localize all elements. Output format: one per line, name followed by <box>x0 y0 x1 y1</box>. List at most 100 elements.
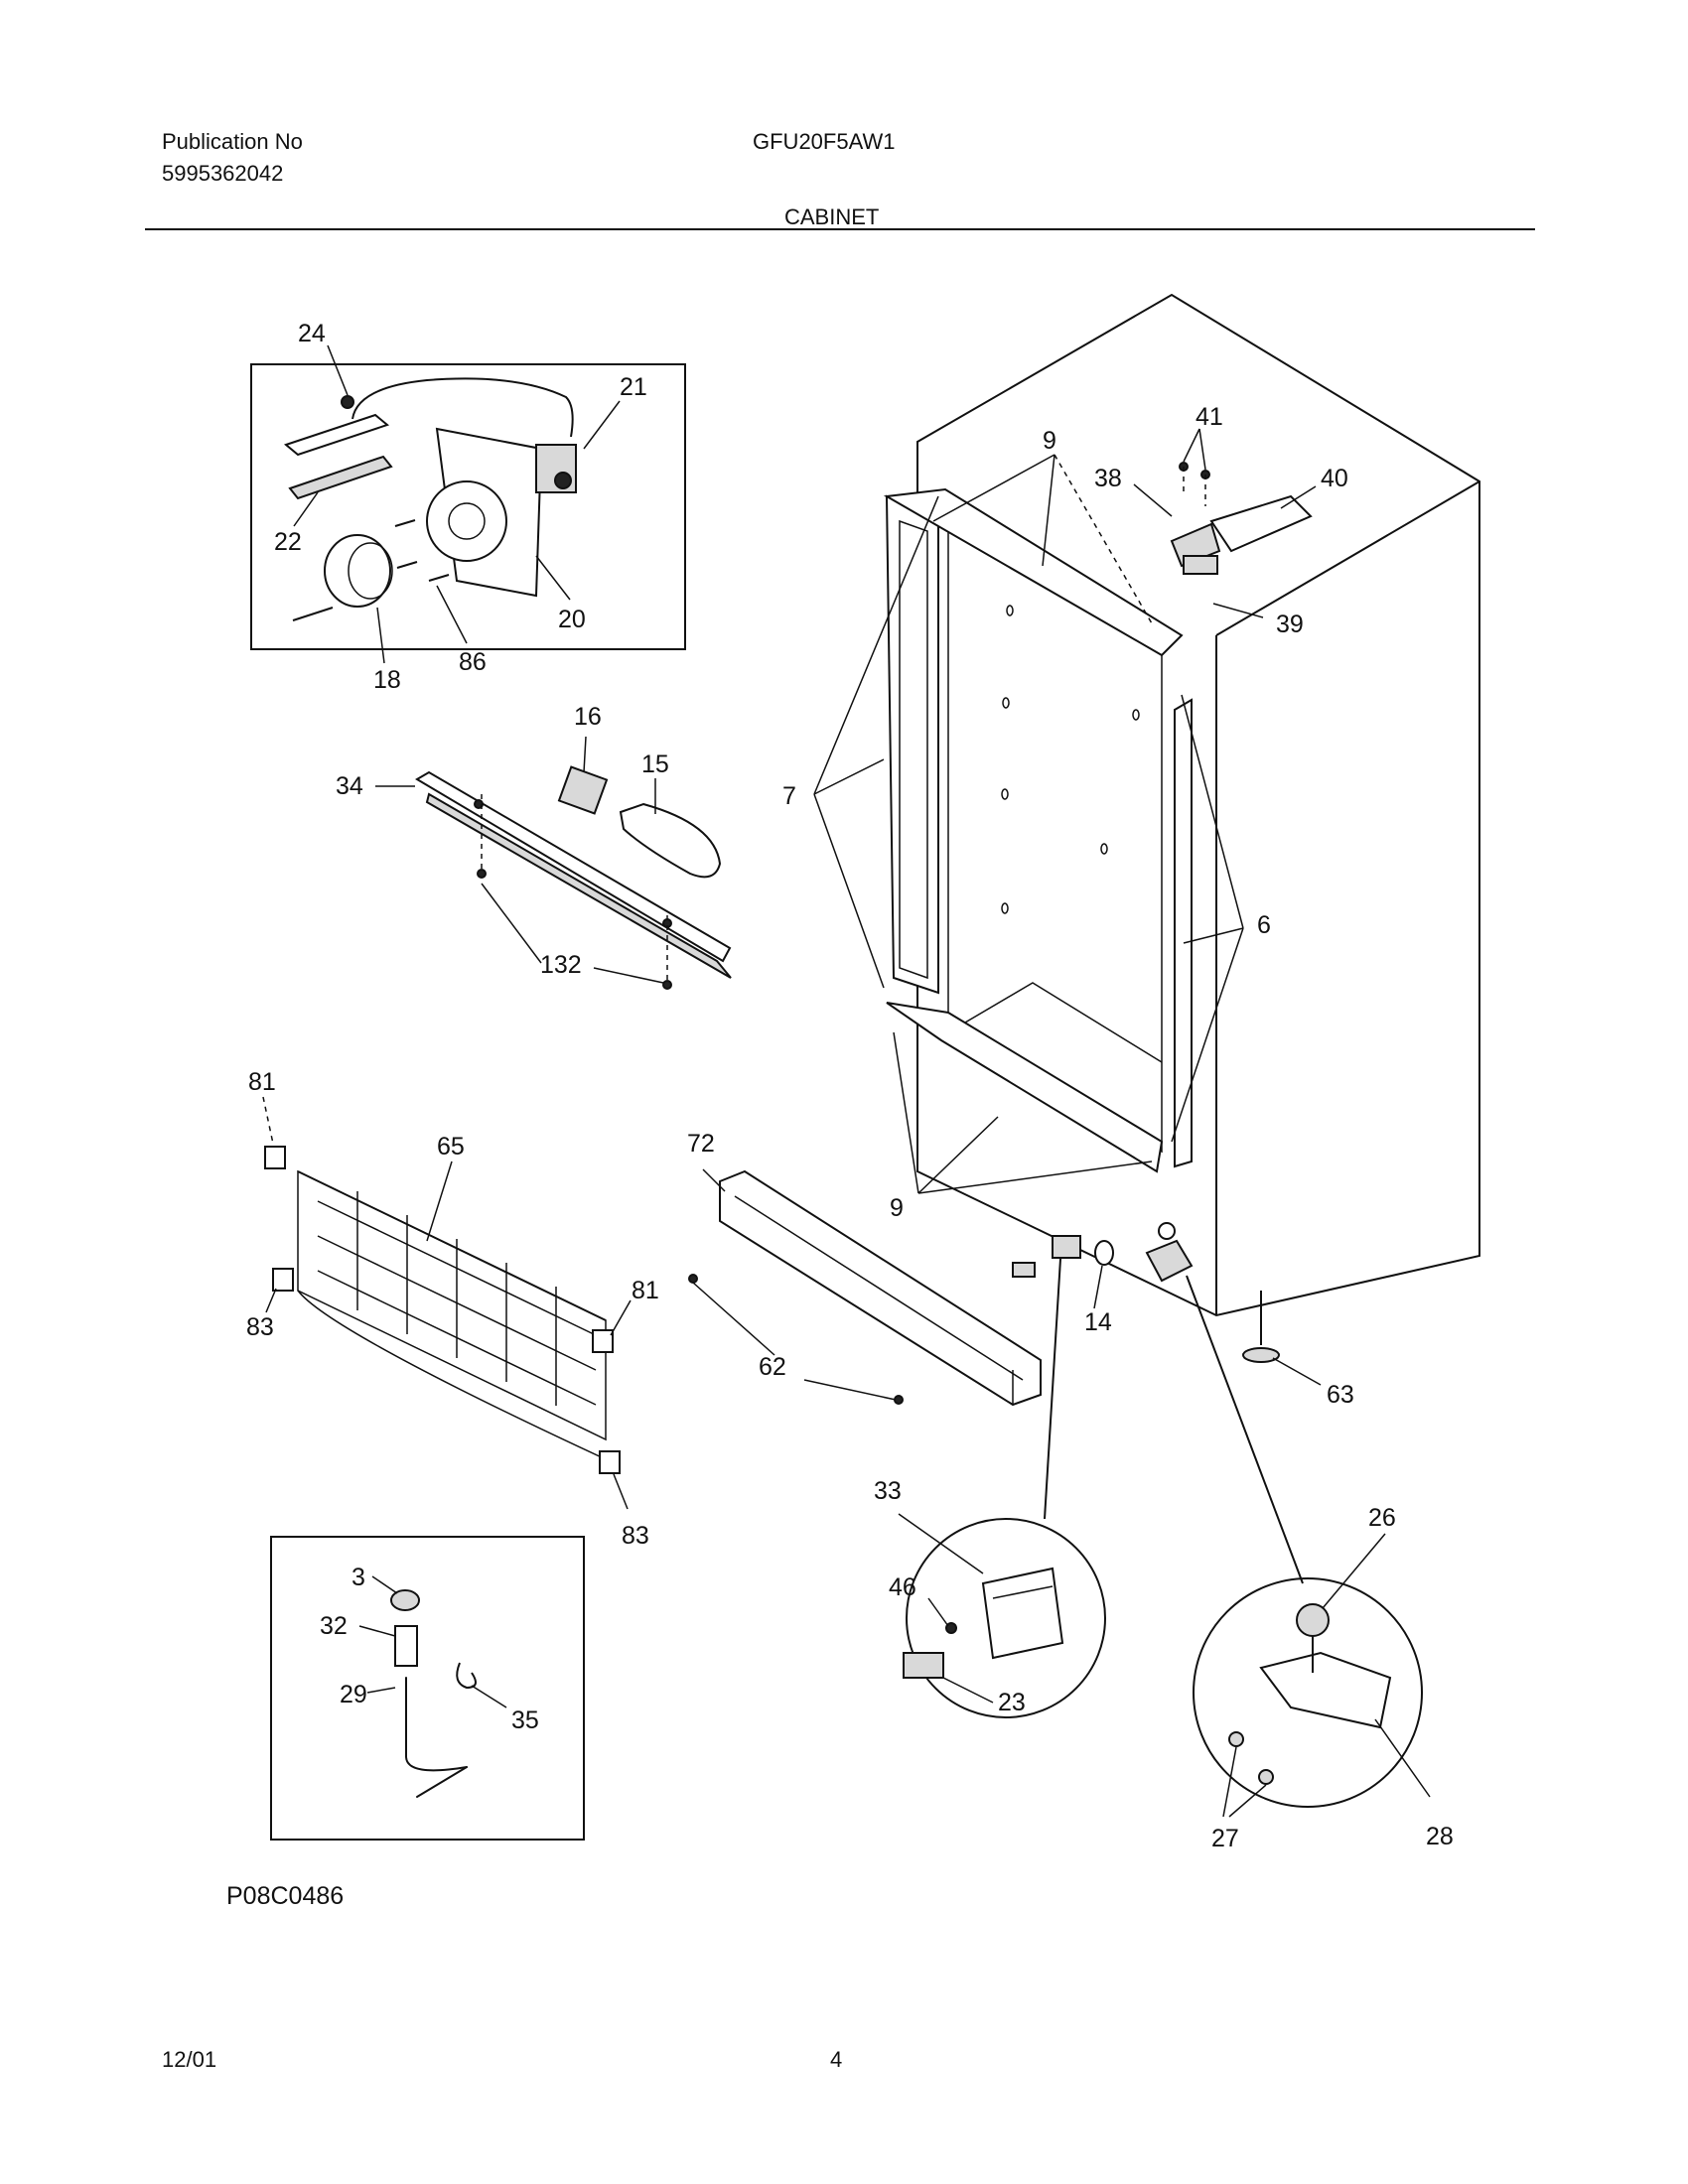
leader-32 <box>358 1625 396 1637</box>
thermostat-inset-frame <box>250 363 686 650</box>
leader-9-bot-c <box>893 1031 919 1194</box>
gasket-top <box>883 487 1184 657</box>
callout-26: 26 <box>1368 1504 1396 1532</box>
footer-date: 12/01 <box>162 2047 217 2072</box>
gasket-bottom <box>886 1002 1164 1173</box>
clip-81-a <box>264 1146 286 1169</box>
knob-18-face <box>348 542 393 600</box>
catch-33-detail <box>981 1567 1064 1660</box>
leader-9-bot-a <box>917 1116 999 1194</box>
leader-14 <box>1093 1265 1103 1309</box>
callout-65: 65 <box>437 1133 465 1160</box>
header-rule <box>145 228 1535 230</box>
drain-tube-29 <box>405 1677 468 1772</box>
clip-83-a <box>272 1268 294 1292</box>
leader-81-b <box>610 1299 632 1336</box>
strike-23 <box>1012 1262 1036 1278</box>
callout-72: 72 <box>687 1130 715 1158</box>
publication-number: 5995362042 <box>162 161 284 186</box>
knob-18 <box>324 534 391 608</box>
leader-132-b <box>593 967 664 984</box>
leader-7-c <box>813 495 939 795</box>
catch-detail-circle <box>906 1518 1106 1718</box>
callout-20: 20 <box>558 606 586 633</box>
screw-27-b-detail <box>1258 1769 1274 1785</box>
screw-27-a-detail <box>1228 1731 1244 1747</box>
socket-16 <box>557 765 609 815</box>
leveling-leg-63-foot <box>1242 1347 1280 1363</box>
basket-65-front <box>297 1169 607 1441</box>
callout-28: 28 <box>1426 1823 1454 1850</box>
kickplate-assembly <box>688 1168 1042 1407</box>
hinge-39 <box>1183 555 1218 575</box>
leader-28 <box>1374 1718 1431 1798</box>
publication-label: Publication No <box>162 129 303 154</box>
leader-39 <box>1212 603 1264 618</box>
leader-24 <box>327 344 349 396</box>
leader-18 <box>376 607 385 664</box>
screw-86-a <box>394 519 416 527</box>
screw-86-c <box>428 574 450 582</box>
leader-9-top-c <box>1054 454 1153 624</box>
screw-62-a <box>688 1274 698 1284</box>
callout-15: 15 <box>641 751 669 778</box>
kickplate-72 <box>719 1169 1042 1407</box>
screw-62-b <box>894 1395 904 1405</box>
leader-86 <box>436 585 468 644</box>
bracket-20-collar <box>426 480 507 562</box>
leader-7-b <box>813 793 885 989</box>
gasket-right <box>1174 698 1193 1168</box>
leader-23 <box>942 1677 994 1704</box>
leader-6-a <box>1183 927 1244 944</box>
clip-83-b <box>599 1450 621 1474</box>
callout-132: 132 <box>540 951 582 979</box>
drain-tube-29-end <box>416 1766 468 1798</box>
cabinet-liner-floor <box>947 982 1163 1063</box>
leader-33 <box>898 1513 984 1574</box>
callout-81-left: 81 <box>248 1068 276 1096</box>
catch-33-detail-slot <box>992 1585 1054 1599</box>
leader-7-a <box>813 758 885 795</box>
callout-46: 46 <box>889 1573 916 1601</box>
screw-132-c <box>477 869 487 879</box>
callout-32: 32 <box>320 1612 348 1640</box>
basket-assembly <box>262 1096 632 1510</box>
callout-6: 6 <box>1257 911 1271 939</box>
basket-65-bottom <box>297 1290 607 1460</box>
light-assembly <box>375 736 732 990</box>
leader-62-a <box>692 1282 775 1356</box>
leader-83-b <box>613 1473 629 1510</box>
callout-33: 33 <box>874 1477 902 1505</box>
gasket-left <box>885 494 939 995</box>
callout-83-right: 83 <box>622 1522 649 1550</box>
hinge-detail-connector <box>1186 1275 1304 1584</box>
clamp-22-lower <box>288 455 393 500</box>
callout-22: 22 <box>274 528 302 556</box>
drain-fitting-32 <box>394 1625 418 1667</box>
hinge-28-detail <box>1259 1651 1392 1729</box>
leader-9-top-a <box>932 454 1055 522</box>
callout-18: 18 <box>373 666 401 694</box>
thermostat-inset <box>250 344 686 664</box>
leader-41-a <box>1183 428 1200 463</box>
callout-38: 38 <box>1094 465 1122 492</box>
callout-83-left: 83 <box>246 1313 274 1341</box>
catch-33 <box>1052 1235 1081 1259</box>
light-bar-34-flange <box>425 792 732 979</box>
callout-81-right: 81 <box>632 1277 659 1304</box>
callout-9-bottom: 9 <box>890 1194 904 1222</box>
hinge-pin-26-detail <box>1296 1603 1330 1637</box>
screw-24 <box>341 395 354 409</box>
callout-27: 27 <box>1211 1825 1239 1852</box>
callout-9-top: 9 <box>1043 427 1056 455</box>
callout-29: 29 <box>340 1681 367 1708</box>
leader-21 <box>583 400 621 450</box>
callout-7: 7 <box>782 782 796 810</box>
callout-35: 35 <box>511 1706 539 1734</box>
leader-81-a <box>262 1096 274 1145</box>
leader-38 <box>1133 483 1173 517</box>
hinge-detail-circle <box>1193 1577 1423 1808</box>
model-number: GFU20F5AW1 <box>753 129 896 154</box>
gasket-left-inner <box>899 519 928 980</box>
